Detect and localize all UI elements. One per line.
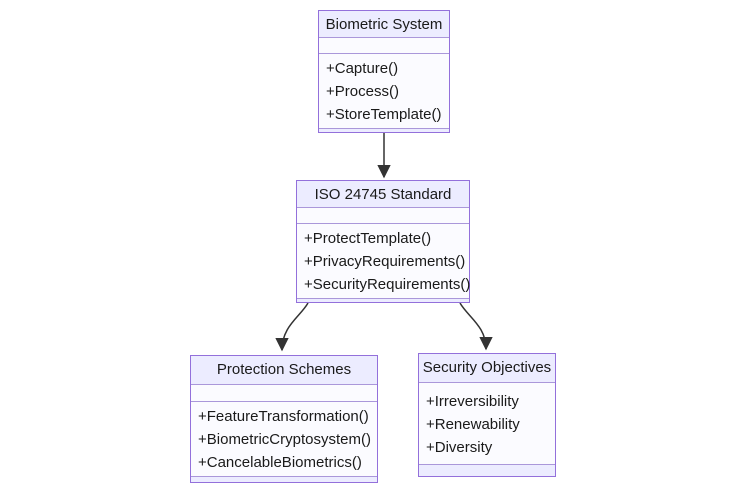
attributes-compartment-empty bbox=[319, 37, 449, 53]
class-title: ISO 24745 Standard bbox=[314, 186, 452, 203]
class-member: +Process() bbox=[326, 83, 399, 100]
class-title: Biometric System bbox=[325, 16, 443, 33]
arrow-iso-to-protection bbox=[275, 302, 309, 352]
attributes-compartment-empty bbox=[297, 207, 469, 223]
class-member: +BiometricCryptosystem() bbox=[198, 431, 371, 448]
class-member: +Capture() bbox=[326, 60, 399, 77]
methods-compartment: +FeatureTransformation() +BiometricCrypt… bbox=[191, 401, 377, 476]
class-box-iso-24745-standard: ISO 24745 Standard +ProtectTemplate() +P… bbox=[296, 180, 470, 303]
class-member: +Irreversibility bbox=[426, 393, 519, 410]
class-member: +SecurityRequirements() bbox=[304, 276, 471, 293]
arrow-iso-to-security bbox=[459, 302, 493, 351]
class-member: +Renewability bbox=[426, 416, 520, 433]
attributes-compartment-empty bbox=[191, 384, 377, 401]
class-bottom-strip bbox=[319, 128, 449, 132]
class-member: +FeatureTransformation() bbox=[198, 408, 369, 425]
class-member: +CancelableBiometrics() bbox=[198, 454, 362, 471]
class-title: Security Objectives bbox=[422, 359, 552, 376]
class-member: +StoreTemplate() bbox=[326, 106, 442, 123]
class-box-biometric-system: Biometric System +Capture() +Process() +… bbox=[318, 10, 450, 133]
class-box-protection-schemes: Protection Schemes +FeatureTransformatio… bbox=[190, 355, 378, 483]
class-bottom-strip bbox=[191, 476, 377, 482]
methods-compartment-empty bbox=[419, 464, 555, 476]
class-box-security-objectives: Security Objectives +Irreversibility +Re… bbox=[418, 353, 556, 477]
class-title: Protection Schemes bbox=[216, 361, 352, 378]
class-bottom-strip bbox=[297, 298, 469, 302]
attributes-compartment: +Irreversibility +Renewability +Diversit… bbox=[419, 382, 555, 464]
class-member: +ProtectTemplate() bbox=[304, 230, 432, 247]
methods-compartment: +Capture() +Process() +StoreTemplate() bbox=[319, 53, 449, 128]
class-member: +Diversity bbox=[426, 439, 493, 456]
methods-compartment: +ProtectTemplate() +PrivacyRequirements(… bbox=[297, 223, 471, 298]
class-member: +PrivacyRequirements() bbox=[304, 253, 466, 270]
